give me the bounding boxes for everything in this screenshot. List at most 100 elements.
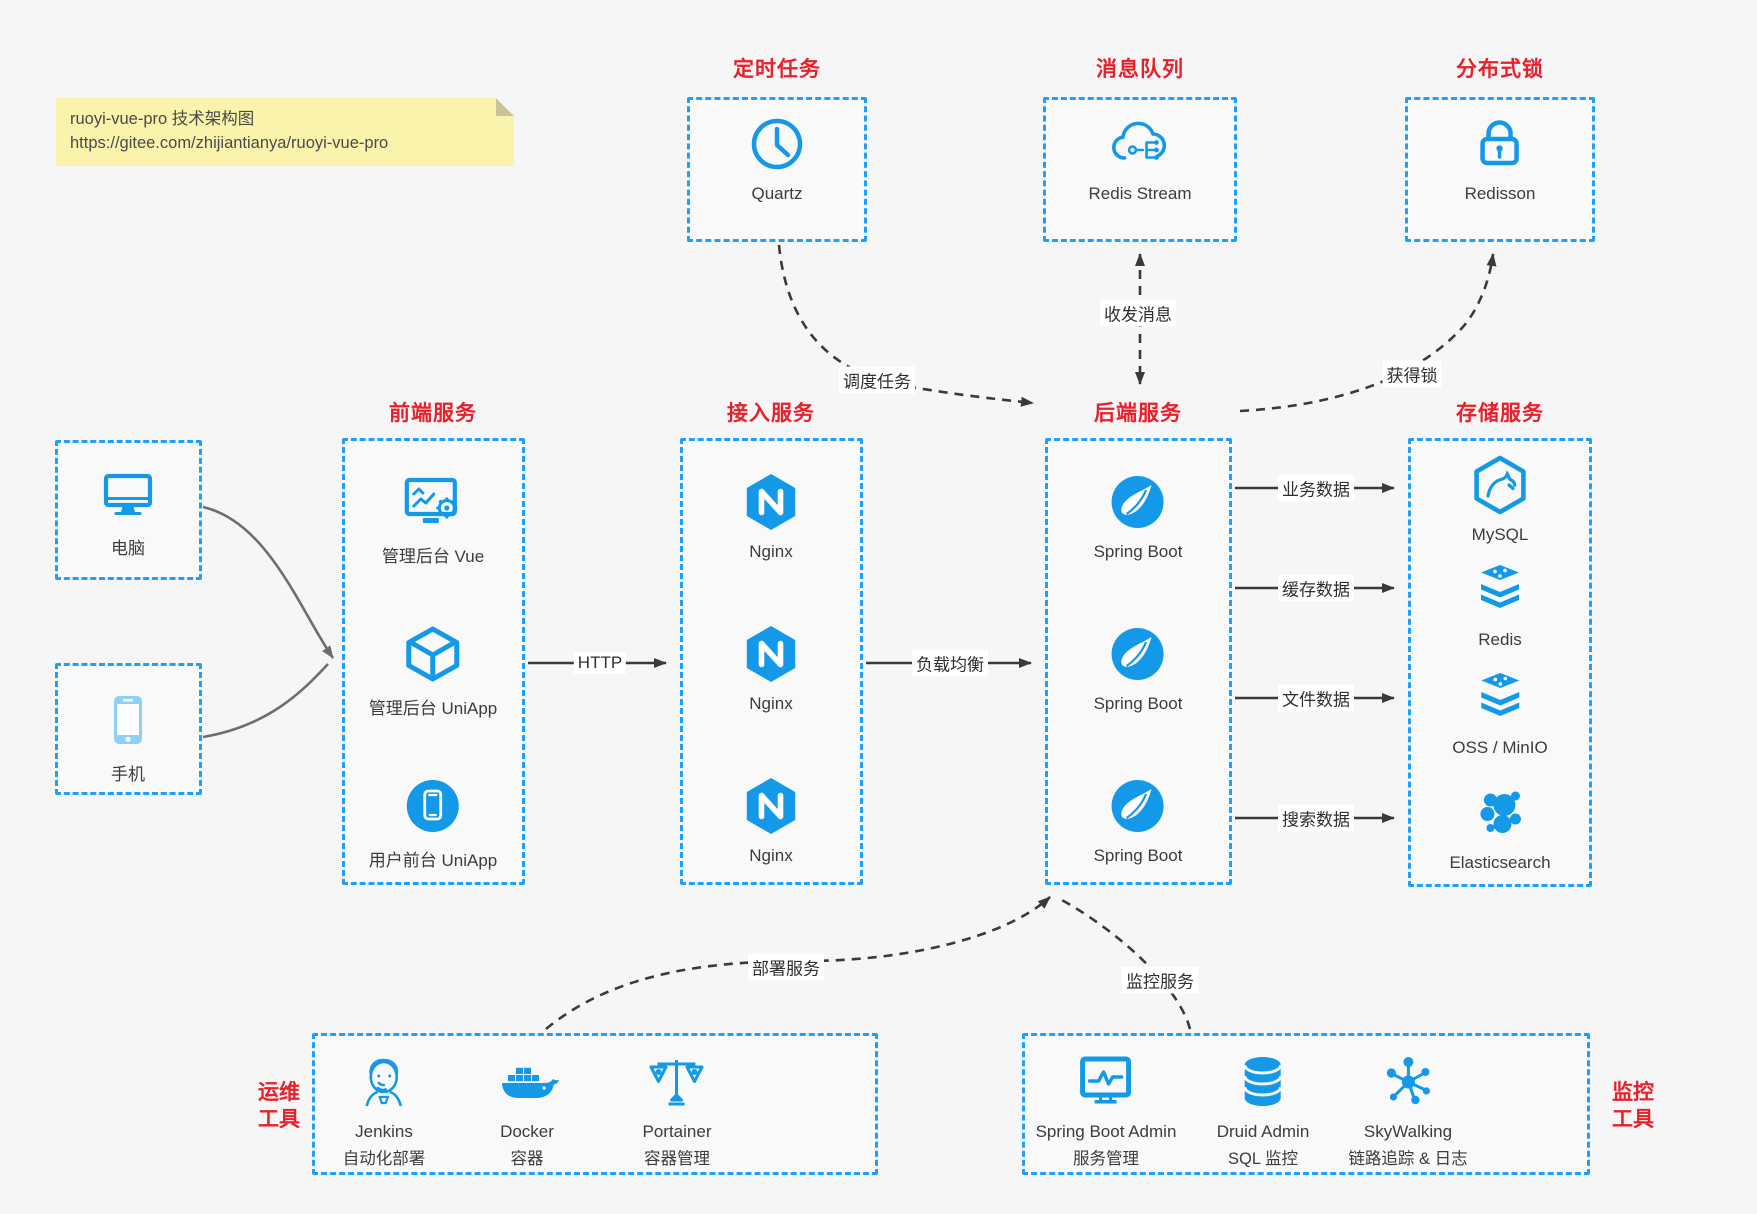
node-sublabel: 服务管理 [1073, 1150, 1139, 1168]
node-redis: Redis [1468, 558, 1532, 650]
druid-icon [1233, 1050, 1293, 1114]
node-desktop: 电脑 [96, 462, 160, 559]
node-label: 管理后台 UniApp [368, 699, 498, 718]
note-url: https://gitee.com/zhijiantianya/ruoyi-vu… [70, 134, 389, 152]
edge-monitor-line [1059, 897, 1192, 1030]
node-mysql: MySQL [1468, 453, 1532, 545]
edge-label-monitor: 监控服务 [1122, 966, 1198, 994]
node-label: Nginx [749, 846, 793, 865]
user-app-icon [401, 774, 465, 838]
node-sublabel: 容器 [510, 1150, 544, 1168]
node-label: Elasticsearch [1449, 853, 1551, 872]
node-druid-admin: Druid Admin SQL 监控 [1217, 1050, 1309, 1169]
edge-desktop-to-frontend [202, 505, 335, 659]
ops-tools-label-line2: 工具 [258, 1108, 300, 1131]
skywalking-icon [1376, 1050, 1440, 1114]
admin-vue-icon [397, 470, 469, 534]
portainer-icon [645, 1050, 709, 1114]
note-title: ruoyi-vue-pro 技术架构图 [70, 110, 255, 128]
object-storage-icon [1468, 666, 1532, 730]
monitor-tools-side-label: 监控 工具 [1604, 1079, 1662, 1133]
node-label: 用户前台 UniApp [368, 851, 498, 870]
title-message-queue: 消息队列 [1096, 58, 1184, 81]
node-label: Redis Stream [1088, 184, 1192, 203]
node-elasticsearch: Elasticsearch [1449, 781, 1551, 873]
edge-label-load-balance: 负载均衡 [912, 649, 988, 677]
edge-lock-line [1239, 253, 1497, 413]
uniapp-cube-icon [399, 622, 467, 686]
cloud-stream-icon [1105, 112, 1175, 176]
edge-label-deploy: 部署服务 [748, 953, 824, 981]
edge-label-schedule: 调度任务 [839, 366, 915, 394]
node-label: Spring Boot [1093, 694, 1183, 713]
node-sublabel: 自动化部署 [342, 1150, 426, 1168]
monitor-tools-label-line1: 监控 [1612, 1081, 1654, 1104]
node-label: Spring Boot Admin [1035, 1122, 1177, 1141]
node-admin-uniapp: 管理后台 UniApp [369, 622, 497, 719]
title-distributed-lock: 分布式锁 [1456, 58, 1544, 81]
edge-label-message: 收发消息 [1100, 299, 1176, 327]
node-redisson: Redisson [1465, 112, 1535, 204]
node-spring-boot-3: Spring Boot [1093, 774, 1183, 866]
node-user-uniapp: 用户前台 UniApp [369, 774, 497, 871]
box-ops-tools [312, 1033, 878, 1175]
node-skywalking: SkyWalking 链路追踪 & 日志 [1348, 1050, 1468, 1169]
node-admin-vue: 管理后台 Vue [382, 470, 484, 567]
title-storage-services: 存储服务 [1456, 402, 1544, 425]
node-sublabel: 链路追踪 & 日志 [1348, 1150, 1468, 1168]
ops-tools-side-label: 运维 工具 [250, 1079, 308, 1133]
title-frontend-services: 前端服务 [389, 402, 477, 425]
mysql-icon [1468, 453, 1532, 517]
redis-icon [1468, 558, 1532, 622]
lock-icon [1468, 112, 1532, 176]
box-monitor-tools [1022, 1033, 1590, 1175]
clock-icon [745, 112, 809, 176]
node-label: 管理后台 Vue [381, 547, 485, 566]
node-nginx-1: Nginx [739, 470, 803, 562]
edge-label-file-data: 文件数据 [1278, 684, 1354, 712]
node-sublabel: SQL 监控 [1227, 1150, 1298, 1168]
node-redis-stream: Redis Stream [1088, 112, 1192, 204]
edge-label-business-data: 业务数据 [1278, 474, 1354, 502]
edge-phone-to-frontend [202, 663, 329, 739]
nginx-icon [739, 622, 803, 686]
node-nginx-3: Nginx [739, 774, 803, 866]
edge-label-cache-data: 缓存数据 [1278, 574, 1354, 602]
node-oss-minio: OSS / MinIO [1452, 666, 1548, 758]
node-label: Portainer [642, 1122, 712, 1141]
nginx-icon [739, 774, 803, 838]
title-access-services: 接入服务 [727, 402, 815, 425]
box-message-queue [1043, 97, 1237, 242]
node-label: Spring Boot [1093, 846, 1183, 865]
node-spring-boot-1: Spring Boot [1093, 470, 1183, 562]
node-nginx-2: Nginx [739, 622, 803, 714]
node-phone: 手机 [100, 688, 156, 785]
edge-label-search-data: 搜索数据 [1278, 804, 1354, 832]
node-label: Quartz [751, 184, 803, 203]
node-portainer: Portainer 容器管理 [642, 1050, 712, 1169]
smartphone-icon [100, 688, 156, 752]
node-label: MySQL [1471, 525, 1529, 544]
node-label: Redis [1478, 630, 1522, 649]
node-spring-boot-2: Spring Boot [1093, 622, 1183, 714]
node-docker: Docker 容器 [494, 1050, 560, 1169]
node-jenkins: Jenkins 自动化部署 [342, 1050, 426, 1169]
node-label: 电脑 [111, 539, 145, 558]
node-label: Docker [500, 1122, 554, 1141]
jenkins-icon [354, 1050, 414, 1114]
desktop-icon [96, 462, 160, 526]
node-label: Nginx [749, 542, 793, 561]
node-spring-boot-admin: Spring Boot Admin 服务管理 [1035, 1050, 1177, 1169]
nginx-icon [739, 470, 803, 534]
elasticsearch-icon [1468, 781, 1532, 845]
node-label: Spring Boot [1093, 542, 1183, 561]
node-label: Jenkins [355, 1122, 413, 1141]
spring-boot-icon [1106, 470, 1170, 534]
node-label: SkyWalking [1363, 1122, 1453, 1141]
edge-label-lock: 获得锁 [1382, 360, 1442, 388]
spring-boot-icon [1106, 774, 1170, 838]
sticky-note: ruoyi-vue-pro 技术架构图 https://gitee.com/zh… [56, 98, 514, 166]
spring-boot-icon [1106, 622, 1170, 686]
title-scheduled-tasks: 定时任务 [733, 58, 821, 81]
